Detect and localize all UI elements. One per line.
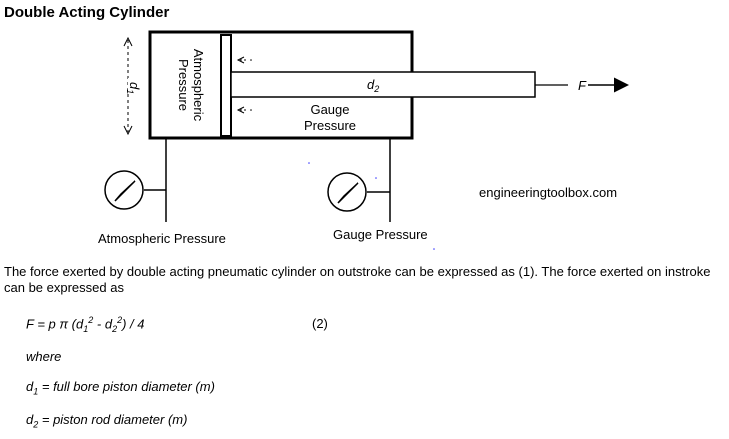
svg-text:d2: d2 [367,77,379,94]
d1-label: d [127,82,142,90]
where-label: where [26,349,62,364]
gauge1-caption: Atmospheric Pressure [98,231,226,246]
atmospheric-label-line2: Pressure [176,59,191,111]
page-title: Double Acting Cylinder [4,4,170,21]
equation: F = p π (d12 - d22) / 4 [26,315,145,334]
definition-d2: d2 = piston rod diameter (m) [26,412,187,430]
piston-rod [230,71,536,98]
def1-symbol: d [26,379,34,394]
d1-arrow-bottom [123,125,133,136]
force-label: F [578,78,587,93]
piston [220,34,232,137]
gauge-icon [327,172,367,212]
equation-sub-1: 1 [83,323,89,334]
equation-sup-1: 2 [88,315,94,325]
def2-text: = piston rod diameter (m) [38,412,188,427]
cylinder-diagram: F d1 Atmospheric Pressure d2 Gauge Press… [98,30,629,250]
def2-subscript: 2 [33,419,39,430]
def1-text: = full bore piston diameter (m) [38,379,215,394]
svg-text:d1: d1 [125,82,142,94]
gauge2-caption: Gauge Pressure [333,227,428,242]
gauge-icon [104,170,144,210]
d1-arrow-top [123,36,133,47]
def2-symbol: d [26,412,34,427]
def1-subscript: 1 [33,386,39,397]
d2-label: d [367,77,375,92]
d2-subscript: 2 [373,84,379,94]
gauge-label-line2: Pressure [304,118,356,133]
equation-sup-2: 2 [117,315,123,325]
equation-prefix: F = p π (d [26,316,84,332]
pressure-arrow-top [236,56,252,64]
equation-suffix: ) / 4 [122,316,145,332]
equation-mid: - d [93,316,113,332]
equation-number: (2) [312,316,328,331]
definition-d1: d1 = full bore piston diameter (m) [26,379,215,397]
d1-subscript: 1 [125,89,135,94]
equation-sub-2: 2 [112,323,118,334]
watermark-text: engineeringtoolbox.com [479,185,617,200]
gauge-label-line1: Gauge [310,102,349,117]
pressure-arrow-bottom [236,106,252,114]
atmospheric-label-line1: Atmospheric [191,49,206,122]
description-paragraph: The force exerted by double acting pneum… [4,264,711,295]
